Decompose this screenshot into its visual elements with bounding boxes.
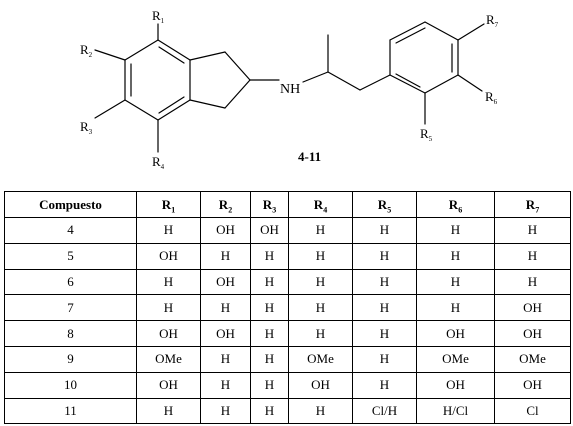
substituent-cell-r5: Cl/H [352, 397, 417, 425]
chemical-structure: R1 R2 R3 R4 NH R5 R6 R7 4-11 [80, 8, 499, 171]
substituent-cell-r6: H [416, 268, 495, 296]
substituent-cell-r1: OH [136, 242, 201, 270]
substituent-cell-r1: OMe [136, 345, 201, 373]
substituent-cell-r1: OH [136, 320, 201, 347]
header-r2: R2 [200, 191, 251, 218]
substituent-cell-r7: H [494, 242, 571, 270]
substituent-cell-r6: OH [416, 371, 495, 399]
substituent-cell-r5: H [352, 268, 417, 296]
substituent-cell-r5: H [352, 242, 417, 270]
substituent-cell-r7: OMe [494, 345, 571, 373]
r2-label: R2 [80, 42, 93, 59]
substituent-cell-r2: H [200, 294, 251, 322]
substituent-cell-r4: H [288, 217, 353, 244]
substituent-cell-r4: H [288, 242, 353, 270]
header-r4: R4 [288, 191, 353, 218]
header-r3: R3 [250, 191, 289, 218]
substituent-cell-r6: H [416, 217, 495, 244]
substituent-cell-r1: H [136, 268, 201, 296]
substituent-cell-r5: H [352, 320, 417, 347]
substituent-cell-r4: H [288, 294, 353, 322]
compound-id-cell: 6 [4, 268, 137, 296]
substituent-cell-r6: H/Cl [416, 397, 495, 425]
compound-label: 4-11 [298, 149, 321, 164]
substituent-cell-r3: H [250, 320, 289, 347]
r1-label: R1 [152, 8, 165, 25]
substituent-cell-r2: H [200, 345, 251, 373]
substituent-cell-r2: H [200, 397, 251, 425]
substituent-cell-r7: Cl [494, 397, 571, 425]
header-r7: R7 [494, 191, 571, 218]
substituent-cell-r6: H [416, 242, 495, 270]
r6-label: R6 [485, 89, 498, 106]
nh-label: NH [280, 82, 300, 97]
header-r6: R6 [416, 191, 495, 218]
substituent-cell-r7: OH [494, 320, 571, 347]
r5-label: R5 [420, 126, 433, 143]
substituent-cell-r1: OH [136, 371, 201, 399]
r3-label: R3 [80, 119, 93, 136]
substituent-cell-r3: H [250, 268, 289, 296]
substituent-cell-r4: H [288, 397, 353, 425]
compound-id-cell: 7 [4, 294, 137, 322]
substituent-cell-r1: H [136, 397, 201, 425]
substituent-cell-r4: OMe [288, 345, 353, 373]
substituent-cell-r5: H [352, 371, 417, 399]
substituent-cell-r2: H [200, 371, 251, 399]
substituent-cell-r7: H [494, 217, 571, 244]
substituent-cell-r4: OH [288, 371, 353, 399]
compound-id-cell: 9 [4, 345, 137, 373]
substituent-cell-r3: H [250, 371, 289, 399]
substituent-cell-r4: H [288, 268, 353, 296]
compound-id-cell: 8 [4, 320, 137, 347]
substituent-cell-r3: H [250, 397, 289, 425]
substituent-cell-r5: H [352, 217, 417, 244]
compound-id-cell: 10 [4, 371, 137, 399]
substituent-cell-r6: H [416, 294, 495, 322]
header-compuesto: Compuesto [4, 191, 137, 218]
substituent-cell-r4: H [288, 320, 353, 347]
bond-lines [94, 21, 485, 153]
compound-id-cell: 4 [4, 217, 137, 244]
compound-id-cell: 11 [4, 397, 137, 425]
substituent-cell-r3: H [250, 345, 289, 373]
compound-id-cell: 5 [4, 242, 137, 270]
substituent-cell-r2: OH [200, 268, 251, 296]
substituent-cell-r7: OH [494, 294, 571, 322]
substituent-cell-r2: OH [200, 320, 251, 347]
substituent-cell-r3: H [250, 294, 289, 322]
substituent-cell-r5: H [352, 345, 417, 373]
r7-label: R7 [486, 12, 499, 29]
substituent-cell-r2: H [200, 242, 251, 270]
substituent-cell-r6: OMe [416, 345, 495, 373]
header-r1: R1 [136, 191, 201, 218]
substituent-cell-r3: OH [250, 217, 289, 244]
substituent-cell-r1: H [136, 294, 201, 322]
header-r5: R5 [352, 191, 417, 218]
substituent-cell-r5: H [352, 294, 417, 322]
substituent-cell-r3: H [250, 242, 289, 270]
substituent-cell-r6: OH [416, 320, 495, 347]
substituent-cell-r7: OH [494, 371, 571, 399]
substituent-cell-r1: H [136, 217, 201, 244]
r4-label: R4 [152, 154, 165, 171]
substituent-cell-r7: H [494, 268, 571, 296]
substituent-cell-r2: OH [200, 217, 251, 244]
